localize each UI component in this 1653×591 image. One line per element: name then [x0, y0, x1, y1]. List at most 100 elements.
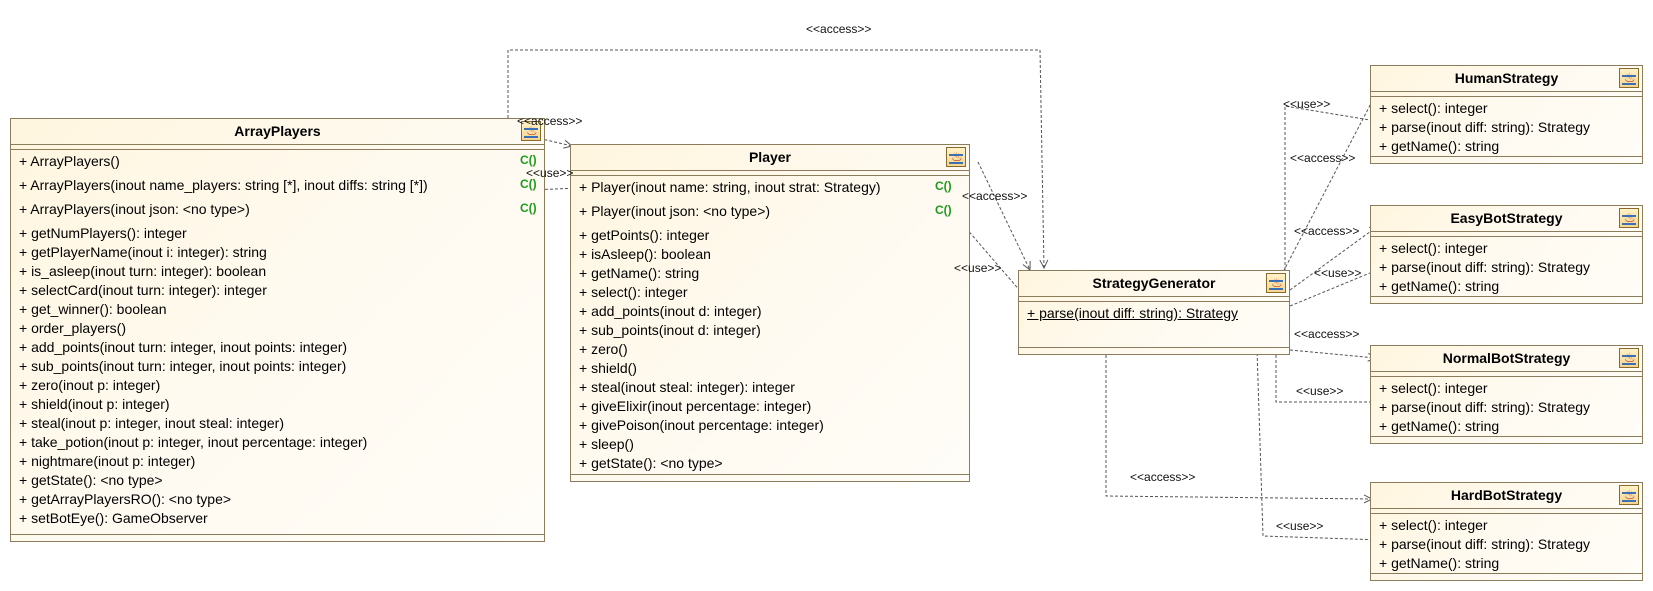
operation-row[interactable]: + zero(): [571, 341, 969, 360]
class-header: Player♨: [571, 145, 969, 171]
relation-label: <<use>>: [1283, 97, 1331, 111]
bottom-compartment: [11, 534, 544, 535]
class-box-hardbotstrategy[interactable]: HardBotStrategy♨+ select(): integer+ par…: [1370, 482, 1643, 581]
relation-label: <<use>>: [526, 166, 574, 180]
operation-signature: + nightmare(inout p: integer): [19, 453, 196, 469]
operation-row[interactable]: + selectCard(inout turn: integer): integ…: [11, 282, 544, 301]
operation-row[interactable]: + getState(): <no type>: [571, 455, 969, 474]
operation-row[interactable]: + getPlayerName(inout i: integer): strin…: [11, 244, 544, 263]
operation-signature: + ArrayPlayers(inout name_players: strin…: [19, 177, 428, 193]
relation-label: <<use>>: [1296, 384, 1344, 398]
operation-row[interactable]: + getName(): string: [1371, 418, 1642, 437]
operation-row[interactable]: + select(): integer: [1371, 100, 1642, 119]
operation-row[interactable]: + getName(): string: [1371, 555, 1642, 574]
operation-row[interactable]: + nightmare(inout p: integer): [11, 453, 544, 472]
class-header: HumanStrategy♨: [1371, 66, 1642, 92]
operation-row[interactable]: + zero(inout p: integer): [11, 377, 544, 396]
operation-signature: + steal(inout p: integer, inout steal: i…: [19, 415, 284, 431]
constructor-marker: C(): [935, 179, 952, 193]
operation-signature: + ArrayPlayers(): [19, 153, 120, 169]
constructor-marker: C(): [520, 153, 537, 167]
operation-row[interactable]: + parse(inout diff: string): Strategy: [1371, 399, 1642, 418]
operation-signature: + parse(inout diff: string): Strategy: [1379, 399, 1591, 415]
relation-label: <<use>>: [954, 261, 1002, 275]
bottom-compartment: [1019, 347, 1289, 348]
operation-row[interactable]: + getName(): string: [571, 265, 969, 284]
operation-signature: + givePoison(inout percentage: integer): [579, 417, 824, 433]
attributes-compartment: [1371, 372, 1642, 377]
class-name: NormalBotStrategy: [1442, 350, 1571, 366]
operation-signature: + getArrayPlayersRO(): <no type>: [19, 491, 232, 507]
java-class-icon: ♨: [1619, 208, 1639, 228]
operation-row[interactable]: + take_potion(inout p: integer, inout pe…: [11, 434, 544, 453]
attributes-compartment: [1371, 92, 1642, 97]
operation-signature: + getName(): string: [1379, 555, 1500, 571]
operation-signature: + order_players(): [19, 320, 126, 336]
operation-row[interactable]: + parse(inout diff: string): Strategy: [1371, 119, 1642, 138]
class-box-easybotstrategy[interactable]: EasyBotStrategy ♨ + select(): integer + par…: [1370, 205, 1643, 304]
operation-row[interactable]: + Player(inout name: string, inout strat…: [571, 179, 969, 203]
class-box-humanstrategy[interactable]: HumanStrategy♨ + select(): integer+ parse…: [1370, 65, 1643, 164]
operation-row[interactable]: + getPoints(): integer: [571, 227, 969, 246]
operation-row[interactable]: + select(): integer: [1371, 240, 1642, 259]
java-class-icon: ♨: [946, 147, 966, 167]
operation-row[interactable]: + getArrayPlayersRO(): <no type>: [11, 491, 544, 510]
operation-row[interactable]: + get_winner(): boolean: [11, 301, 544, 320]
operation-row[interactable]: + order_players(): [11, 320, 544, 339]
operation-row[interactable]: + parse(inout diff: string): Strategy: [1371, 259, 1642, 278]
class-name: HardBotStrategy: [1450, 487, 1563, 503]
dependency-access-generator-human[interactable]: [1280, 90, 1378, 277]
operation-signature: + select(): integer: [1379, 240, 1488, 256]
operation-row[interactable]: + ArrayPlayers(inout json: <no type>)C(): [11, 201, 544, 225]
operation-row[interactable]: + getNumPlayers(): integer: [11, 225, 544, 244]
class-box-normalbotstrategy[interactable]: NormalBotStrategy♨+ select(): integer+ p…: [1370, 345, 1643, 444]
class-box-player[interactable]: Player♨ + Player(inout name: string, inou…: [570, 144, 970, 482]
operation-row[interactable]: + getState(): <no type>: [11, 472, 544, 491]
attributes-compartment: [1019, 297, 1289, 302]
operation-row[interactable]: + setBotEye(): GameObserver: [11, 510, 544, 529]
operation-row[interactable]: + shield(): [571, 360, 969, 379]
dependency-access-generator-normal[interactable]: [1289, 349, 1376, 358]
operation-row[interactable]: + add_points(inout d: integer): [571, 303, 969, 322]
operation-row[interactable]: + ArrayPlayers() C(): [11, 153, 544, 177]
relation-label: <<access>>: [517, 114, 583, 128]
operation-row[interactable]: + Player(inout json: <no type>)C(): [571, 203, 969, 227]
operation-row[interactable]: + shield(inout p: integer): [11, 396, 544, 415]
operation-row[interactable]: + steal(inout steal: integer): integer: [571, 379, 969, 398]
operation-signature: + sub_points(inout d: integer): [579, 322, 761, 338]
operation-row[interactable]: + select(): integer: [571, 284, 969, 303]
operation-signature: + parse(inout diff: string): Strategy: [1379, 259, 1591, 275]
operation-row[interactable]: + isAsleep(): boolean: [571, 246, 969, 265]
class-box-strategygenerator[interactable]: StrategyGenerator♨+ parse(inout diff: st…: [1018, 270, 1290, 355]
operation-row[interactable]: + getName(): string: [1371, 278, 1642, 297]
operation-signature: + setBotEye(): GameObserver: [19, 510, 208, 526]
class-name: EasyBotStrategy: [1450, 210, 1563, 226]
operation-row[interactable]: + select(): integer: [1371, 517, 1642, 536]
operation-row[interactable]: + select(): integer: [1371, 380, 1642, 399]
operation-row[interactable]: + ArrayPlayers(inout name_players: strin…: [11, 177, 544, 201]
operation-row[interactable]: + sub_points(inout d: integer): [571, 322, 969, 341]
operation-row[interactable]: + sleep(): [571, 436, 969, 455]
dependency-access-player-generator[interactable]: [977, 161, 1030, 270]
operations-compartment: + select(): integer + parse(inout diff: s…: [1371, 377, 1642, 437]
operation-row[interactable]: + is_asleep(inout turn: integer): boolea…: [11, 263, 544, 282]
attributes-compartment: [1371, 509, 1642, 514]
relation-label: <<access>>: [1130, 470, 1196, 484]
operation-signature: + ArrayPlayers(inout json: <no type>): [19, 201, 250, 217]
operation-signature: + add_points(inout turn: integer, inout …: [19, 339, 348, 355]
relation-label: <<access>>: [962, 189, 1028, 203]
operation-row[interactable]: + parse(inout diff: string): Strategy: [1019, 305, 1289, 324]
operation-row[interactable]: + giveElixir(inout percentage: integer): [571, 398, 969, 417]
operation-row[interactable]: + sub_points(inout turn: integer, inout …: [11, 358, 544, 377]
operation-row[interactable]: + steal(inout p: integer, inout steal: i…: [11, 415, 544, 434]
operation-row[interactable]: + getName(): string: [1371, 138, 1642, 157]
operation-row[interactable]: + add_points(inout turn: integer, inout …: [11, 339, 544, 358]
bottom-compartment: [1371, 156, 1642, 157]
operation-signature: + select(): integer: [579, 284, 688, 300]
operation-signature: + select(): integer: [1379, 380, 1488, 396]
operation-row[interactable]: + givePoison(inout percentage: integer): [571, 417, 969, 436]
class-box-arrayplayers[interactable]: ArrayPlayers♨+ ArrayPlayers()C()+ ArrayP…: [10, 118, 545, 542]
operation-signature: + zero(inout p: integer): [19, 377, 161, 393]
operation-row[interactable]: + parse(inout diff: string): Strategy: [1371, 536, 1642, 555]
dependency-use-generator-human[interactable]: [1284, 105, 1382, 270]
